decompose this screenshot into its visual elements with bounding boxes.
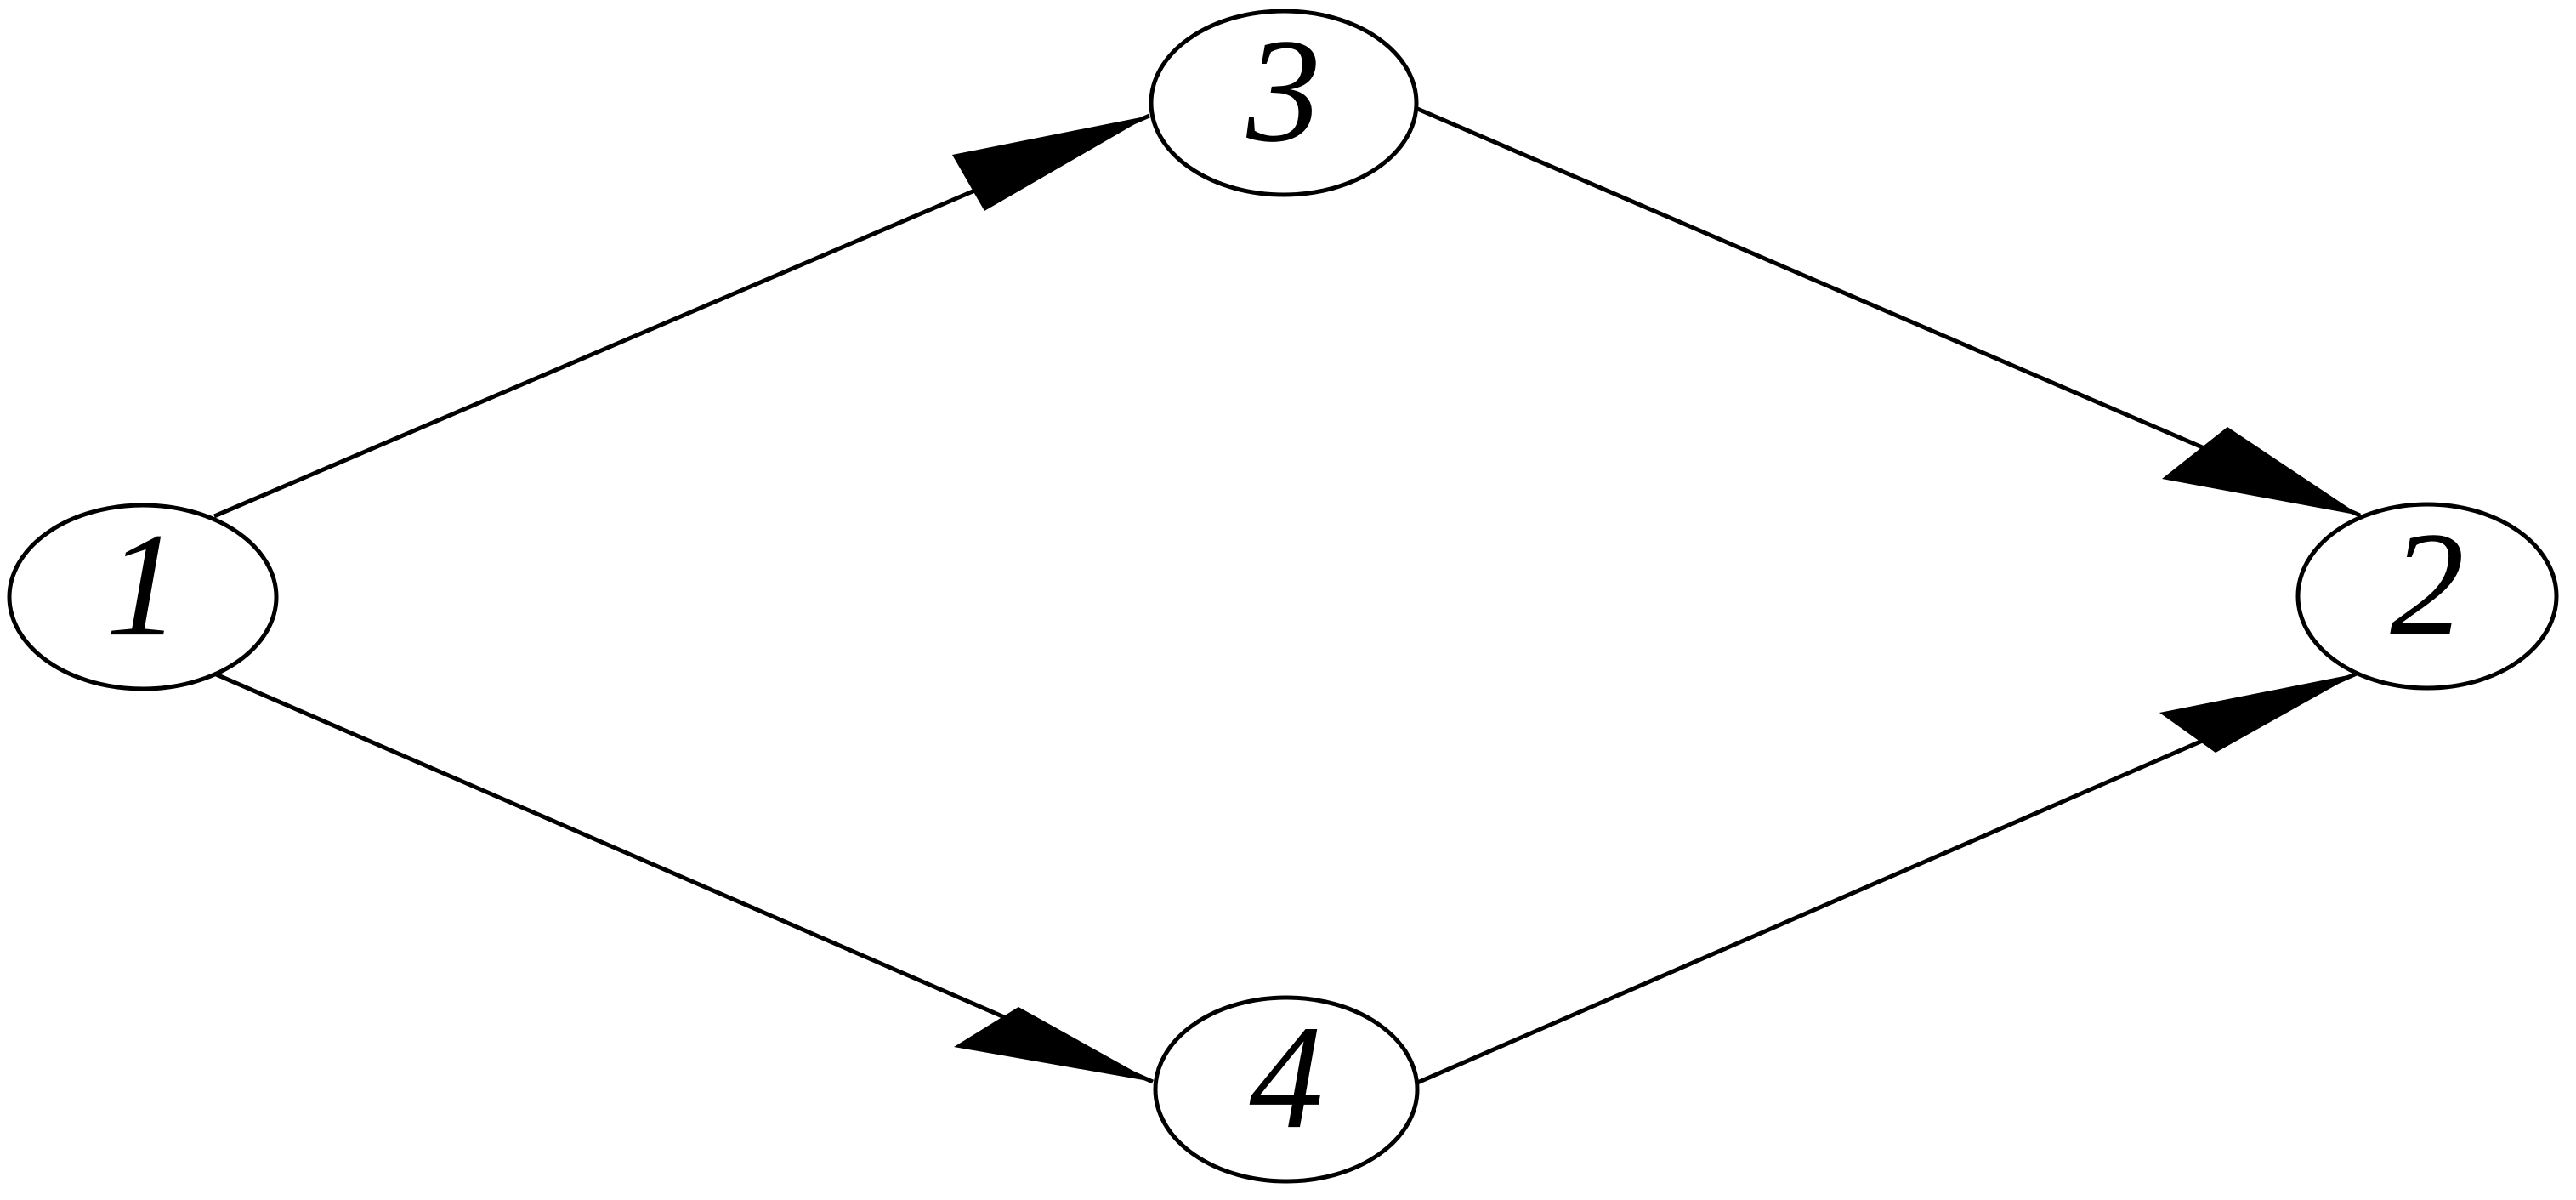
edge-line-1-4 (213, 671, 1154, 1084)
node-2[interactable]: 2 (2295, 501, 2559, 691)
edge-4-to-2[interactable] (1415, 671, 2358, 1086)
edge-1-to-3[interactable] (213, 113, 1150, 519)
node-2-ellipse (2295, 502, 2559, 691)
node-4[interactable]: 4 (1153, 994, 1420, 1184)
arrowhead-icon-3-2 (2162, 427, 2360, 515)
node-4-ellipse (1153, 995, 1420, 1184)
edge-1-to-4[interactable] (213, 671, 1154, 1084)
edges-layer (213, 105, 2361, 1086)
node-1-label: 1 (105, 502, 180, 667)
arrowhead-icon-1-4 (954, 1007, 1153, 1082)
node-1-ellipse (7, 503, 279, 691)
edge-3-to-2[interactable] (1415, 105, 2361, 518)
arrowhead-icon-1-3 (952, 116, 1149, 211)
node-1[interactable]: 1 (7, 502, 279, 691)
node-2-label: 2 (2390, 501, 2465, 666)
arrowhead-icon-4-2 (2159, 674, 2357, 753)
node-3[interactable]: 3 (1149, 8, 1419, 197)
node-3-ellipse (1149, 9, 1419, 197)
node-4-label: 4 (1249, 994, 1324, 1159)
edge-line-4-2 (1415, 671, 2358, 1086)
nodes-layer: 1 3 4 2 (7, 8, 2559, 1184)
node-3-label: 3 (1245, 8, 1321, 173)
